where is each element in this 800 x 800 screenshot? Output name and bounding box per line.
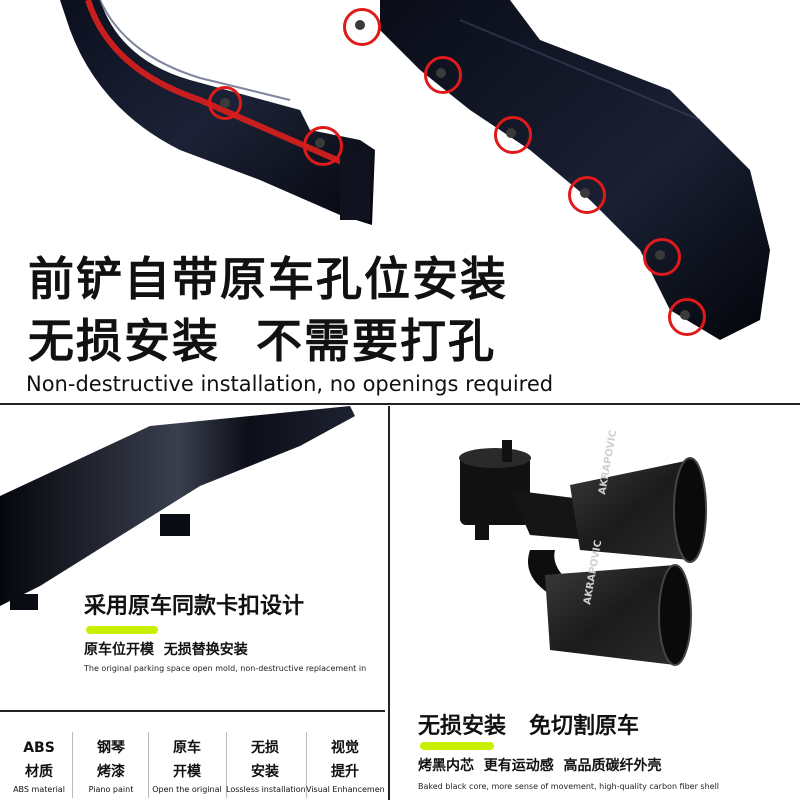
mount-hole-marker xyxy=(643,238,681,276)
subtitle-en: Non-destructive installation, no opening… xyxy=(26,372,554,396)
left-subtitle-en: The original parking space open mold, no… xyxy=(84,664,367,673)
mount-hole-marker xyxy=(494,116,532,154)
right-title: 无损安装 免切割原车 xyxy=(418,714,639,739)
mount-hole-marker xyxy=(568,176,606,214)
section-divider-horizontal xyxy=(0,403,800,405)
lip-closeup-photo xyxy=(0,406,380,626)
mount-hole-marker xyxy=(208,86,242,120)
mount-hole-marker xyxy=(343,8,381,46)
title-highlight-bar xyxy=(86,626,158,634)
section-divider-vertical xyxy=(388,406,390,800)
exhaust-tip-photo: AKRAPOVIC AKRAPOVIC xyxy=(440,430,710,690)
mount-hole-marker xyxy=(668,298,706,336)
features-divider xyxy=(0,710,385,712)
left-title: 采用原车同款卡扣设计 xyxy=(84,594,305,619)
right-subtitle: 烤黑内芯 更有运动感 高品质碳纤外壳 xyxy=(418,758,662,774)
mount-hole-marker xyxy=(303,126,343,166)
lip-part-photo-left xyxy=(60,0,380,240)
mount-hole-marker xyxy=(424,56,462,94)
headline-1: 前铲自带原车孔位安装 xyxy=(28,252,508,306)
title-highlight-bar xyxy=(420,742,494,750)
right-subtitle-en: Baked black core, more sense of movement… xyxy=(418,782,720,791)
headline-2: 无损安装 不需要打孔 xyxy=(28,314,497,368)
left-subtitle: 原车位开模 无损替换安装 xyxy=(84,642,248,658)
